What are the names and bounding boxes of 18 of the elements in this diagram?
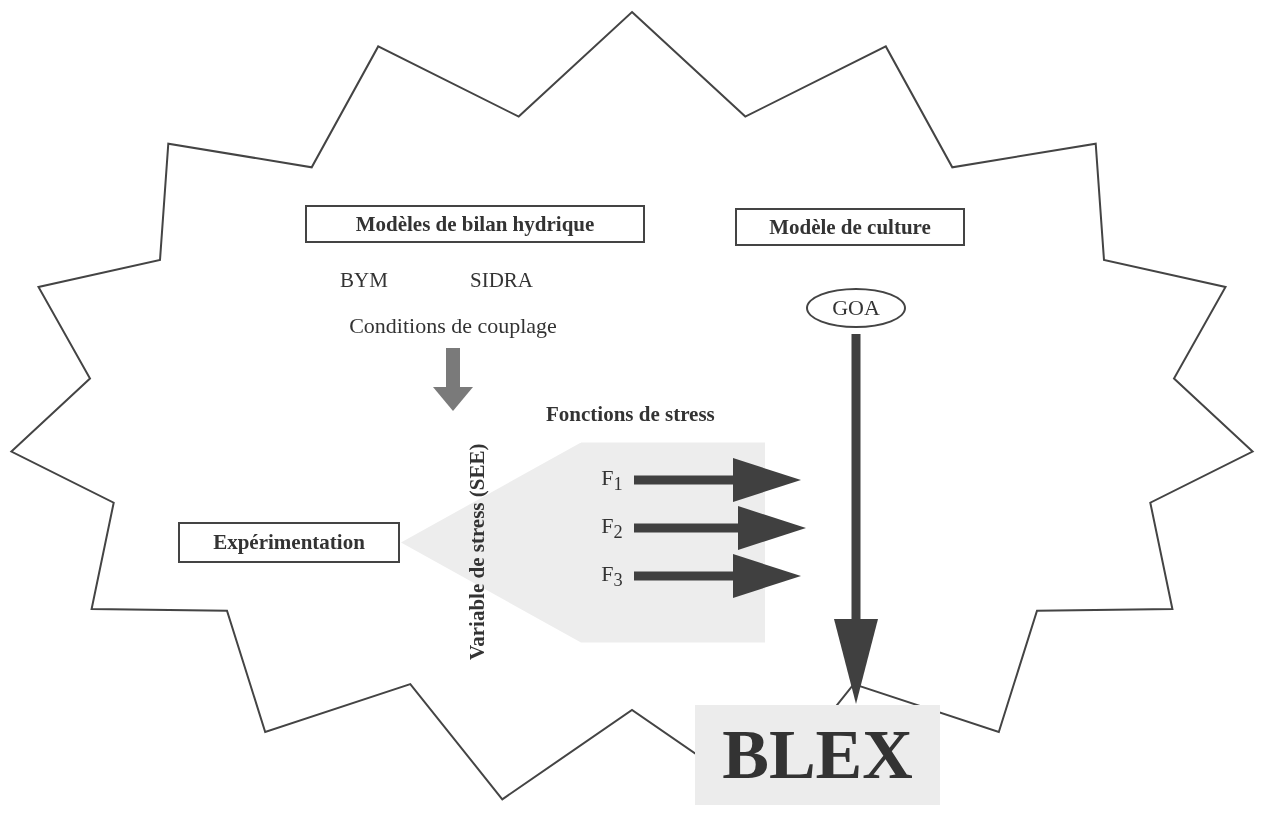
vertical-label: Variable de stress (SEE) [455,412,499,692]
model-name: BYM [340,268,388,293]
arrow [634,506,806,550]
arrow [834,334,878,704]
title-box: Modèle de culture [735,208,965,246]
model-name: SIDRA [470,268,533,293]
function-label: F$_{3}$ [592,558,632,594]
function-label: F$_{1}$ [592,462,632,498]
function-label: F$_{2}$ [592,510,632,546]
text-label: Conditions de couplage [318,310,588,342]
arrow [433,348,473,411]
block-arrow [401,442,765,643]
heading-label: Fonctions de stress [546,402,715,427]
arrow [634,554,801,598]
title-box: Modèles de bilan hydrique [305,205,645,243]
arrow [634,458,801,502]
title-box: Expérimentation [178,522,400,563]
result-box: BLEX [695,705,940,805]
